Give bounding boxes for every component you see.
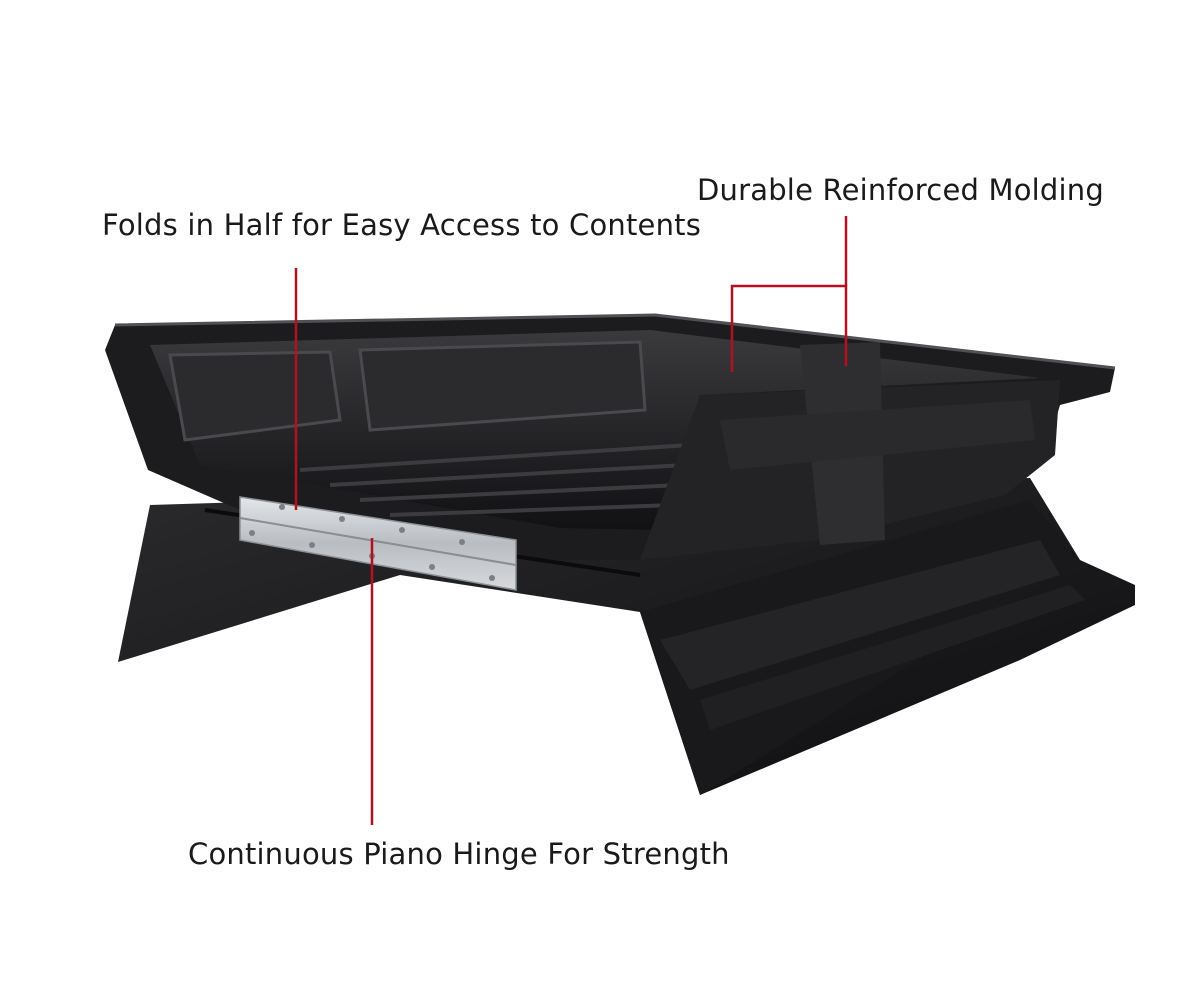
floor-ribs [299, 443, 691, 517]
folds-callout-label: Folds in Half for Easy Access to Content… [102, 208, 702, 242]
piano-hinge [239, 496, 517, 591]
hinge-callout-label: Continuous Piano Hinge For Strength [188, 837, 730, 871]
upper-tray-panel [105, 313, 1116, 577]
molding-bracket-line [730, 284, 848, 372]
leader-lines [294, 216, 848, 825]
molding-callout-label: Durable Reinforced Molding [697, 173, 1104, 207]
